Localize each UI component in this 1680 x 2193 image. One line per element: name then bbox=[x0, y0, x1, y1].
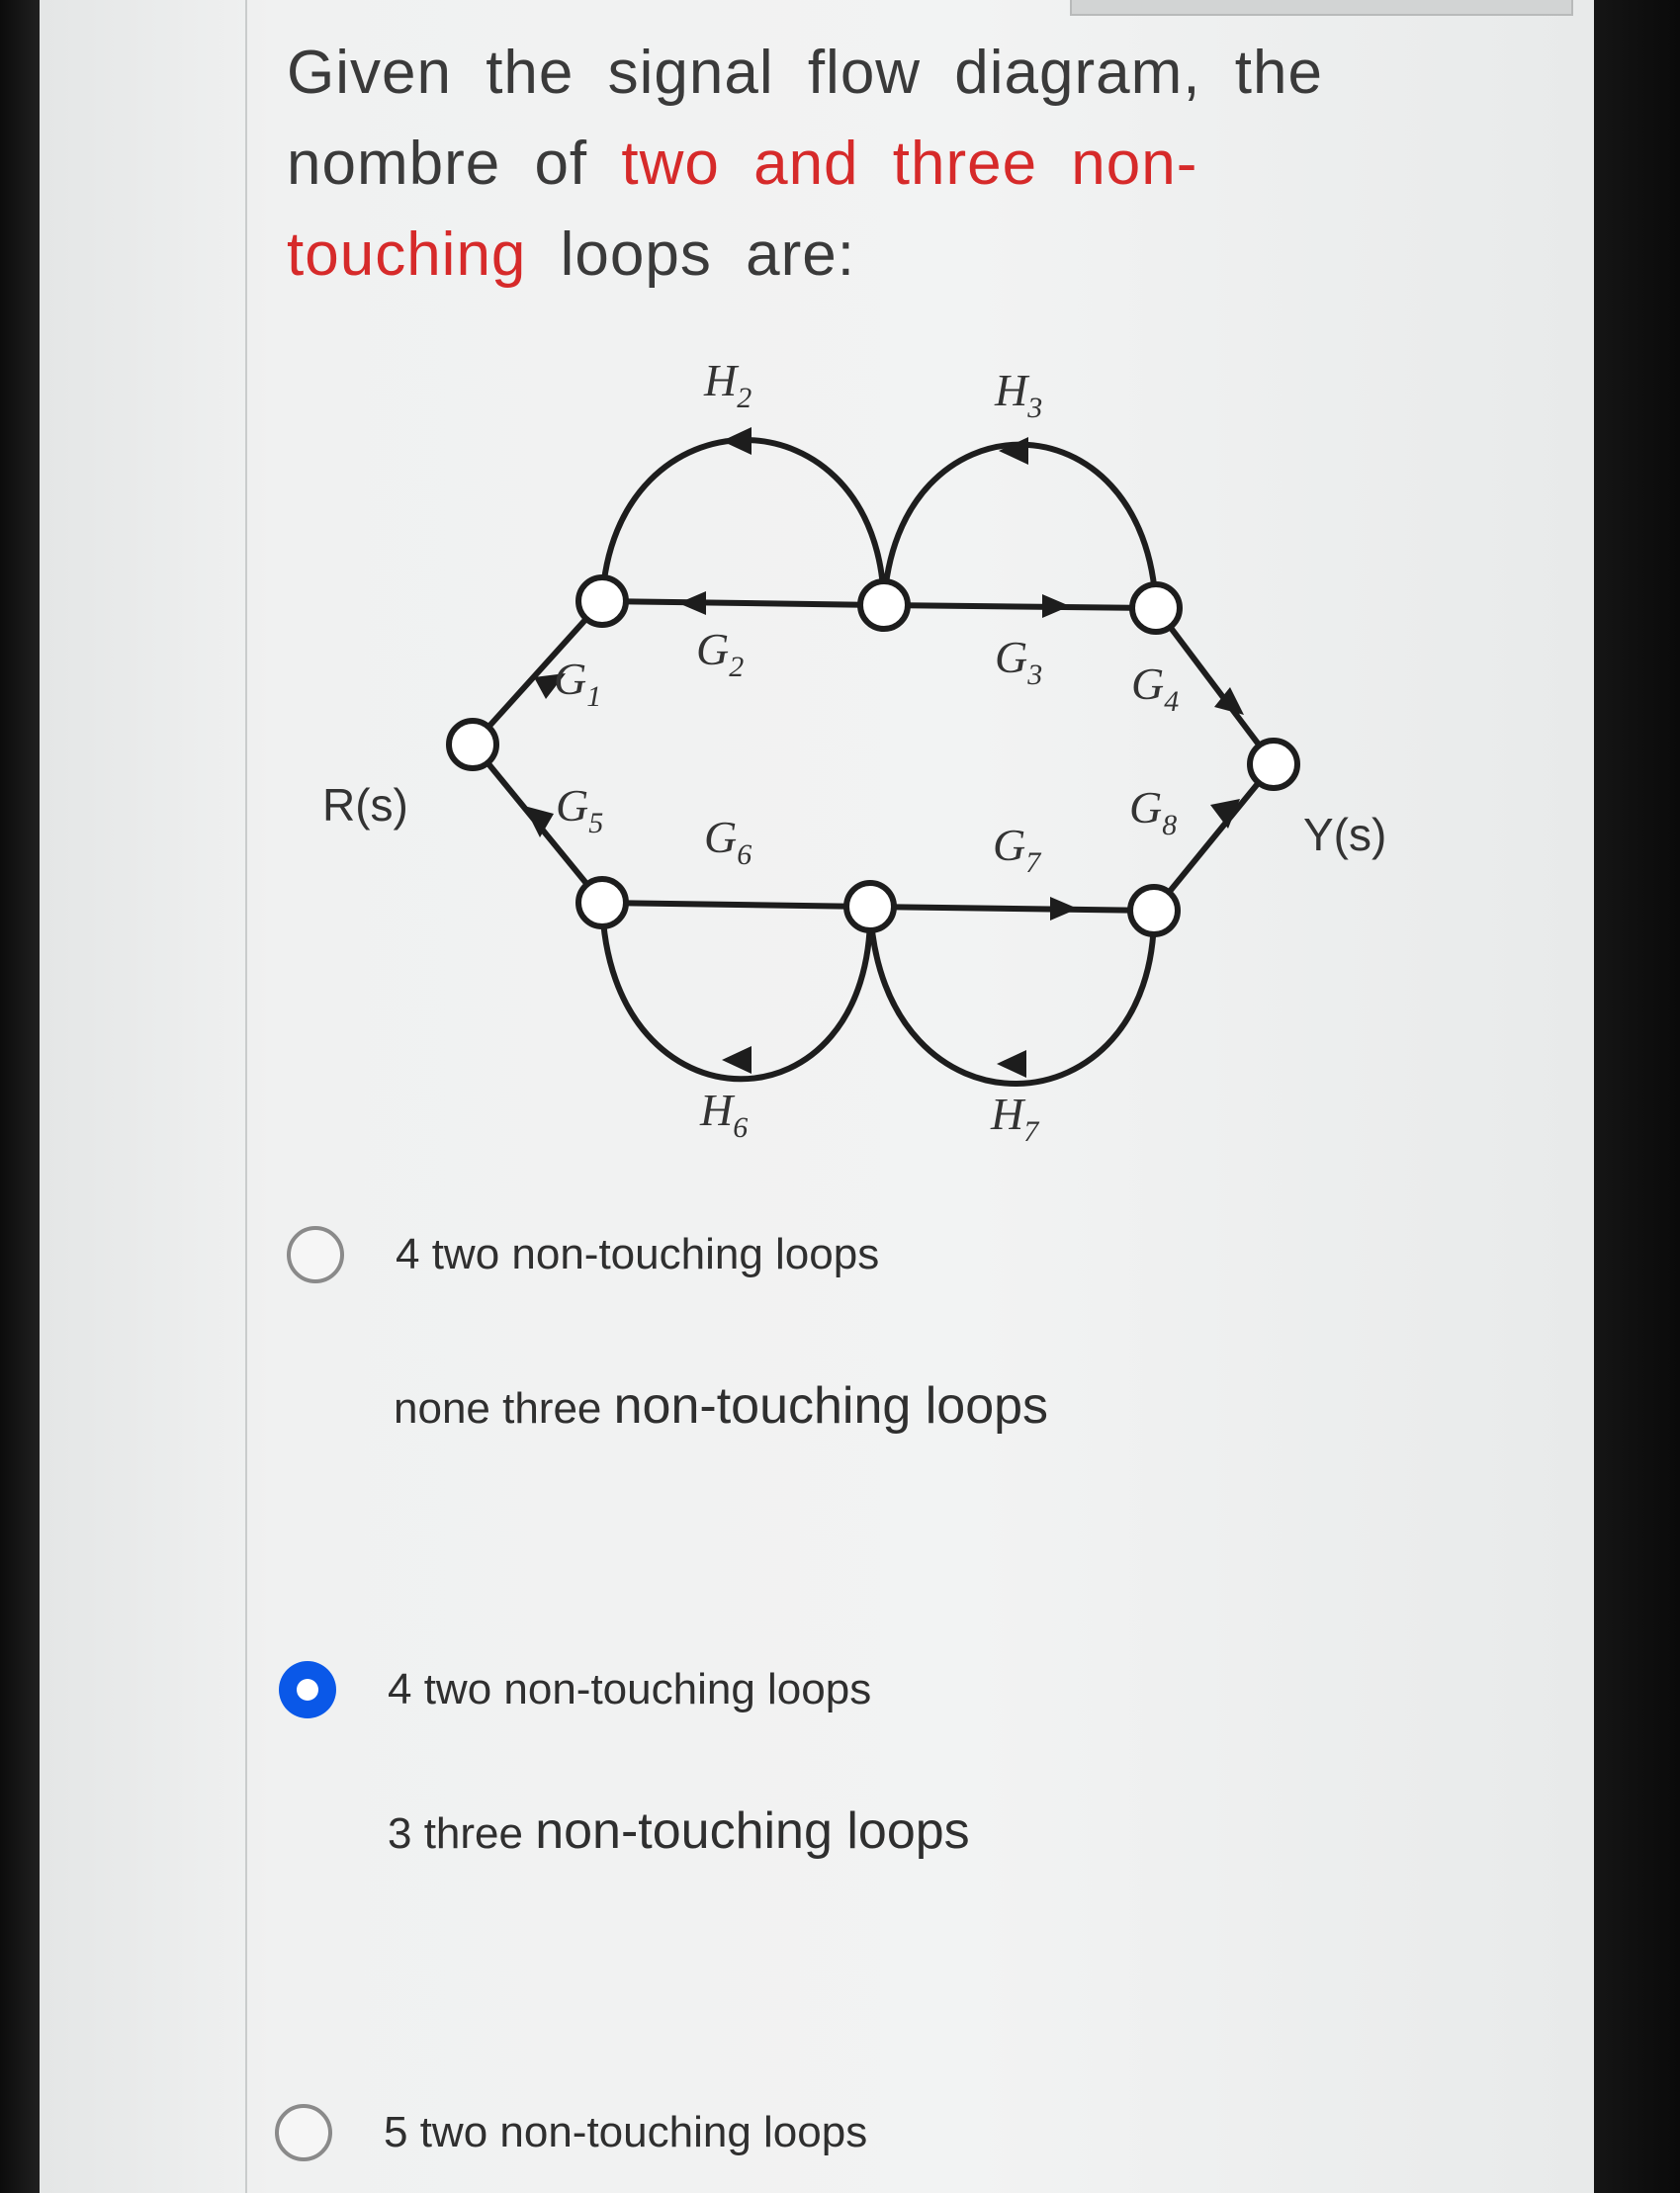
radio-button[interactable] bbox=[287, 1226, 344, 1283]
answer-option-3[interactable]: 5 two non-touching loops bbox=[275, 2104, 867, 2161]
label-h7: H7 bbox=[990, 1089, 1040, 1148]
signal-flow-graph: H2 H3 G2 G3 G1 G4 G5 G6 G7 G8 H6 H7 R(s)… bbox=[150, 355, 1386, 1148]
node bbox=[575, 876, 629, 929]
arrow-h6 bbox=[722, 1046, 752, 1074]
question-card bbox=[245, 0, 1572, 2193]
answer-option-1[interactable]: 4 two non-touching loops bbox=[287, 1226, 879, 1283]
radio-dot bbox=[297, 1679, 318, 1701]
branch-g4 bbox=[1153, 606, 1277, 766]
label-input: R(s) bbox=[322, 779, 408, 831]
node bbox=[1127, 884, 1181, 937]
option-line-2-part: none three bbox=[394, 1384, 614, 1433]
arrow-g7 bbox=[1050, 897, 1078, 921]
label-h6: H6 bbox=[699, 1085, 748, 1144]
device-bezel-right bbox=[1594, 0, 1680, 2193]
node-output bbox=[1247, 738, 1300, 791]
radio-button[interactable] bbox=[275, 2104, 332, 2161]
label-g8: G8 bbox=[1129, 782, 1177, 841]
arrow-g5 bbox=[524, 806, 554, 837]
label-h3: H3 bbox=[994, 365, 1042, 424]
option-line-2-part: non-touching loops bbox=[535, 1802, 970, 1860]
label-g3: G3 bbox=[995, 632, 1042, 691]
arrow-g8 bbox=[1210, 799, 1240, 829]
label-output: Y(s) bbox=[1303, 809, 1386, 860]
arrow-h2 bbox=[722, 427, 752, 455]
option-line-2-part: non-touching loops bbox=[613, 1377, 1049, 1435]
branch-g7 bbox=[869, 904, 1155, 914]
loop-h7 bbox=[867, 906, 1158, 1087]
label-h2: H2 bbox=[703, 355, 752, 414]
radio-button-selected[interactable] bbox=[279, 1661, 336, 1718]
label-g4: G4 bbox=[1131, 658, 1179, 718]
node bbox=[857, 578, 911, 632]
arrow-h3 bbox=[999, 437, 1028, 465]
branch-g1 bbox=[470, 598, 605, 747]
question-text-part: loops are: bbox=[526, 220, 855, 289]
option-2-line-2: 3 three non-touching loops bbox=[388, 1801, 970, 1861]
node bbox=[1129, 581, 1183, 635]
question-text: Given the signal flow diagram, the nombr… bbox=[287, 28, 1434, 301]
answer-option-2[interactable]: 4 two non-touching loops bbox=[279, 1661, 871, 1718]
loop-h3 bbox=[881, 441, 1159, 609]
label-g7: G7 bbox=[993, 820, 1042, 879]
option-label: 4 two non-touching loops bbox=[396, 1230, 880, 1278]
node bbox=[575, 574, 629, 628]
loop-h2 bbox=[599, 437, 887, 606]
node-input bbox=[446, 718, 499, 771]
arrow-g4 bbox=[1214, 687, 1244, 715]
question-text-part: Given the signal flow diagram, the nombr… bbox=[287, 39, 1323, 198]
device-bezel-left bbox=[0, 0, 40, 2193]
arrow-g1 bbox=[534, 673, 566, 699]
option-1-line-2: none three non-touching loops bbox=[394, 1376, 1048, 1436]
branch-g2 bbox=[601, 598, 885, 608]
label-g5: G5 bbox=[556, 780, 603, 839]
option-line-2-part: 3 three bbox=[388, 1809, 536, 1858]
arrow-g2 bbox=[678, 591, 706, 615]
loop-h6 bbox=[599, 902, 874, 1083]
label-g6: G6 bbox=[704, 812, 752, 871]
branch-g8 bbox=[1151, 762, 1277, 913]
arrow-g3 bbox=[1042, 594, 1070, 618]
label-g2: G2 bbox=[696, 624, 744, 683]
branch-g6 bbox=[601, 900, 871, 910]
question-highlight: two and three non-touching bbox=[287, 130, 1198, 289]
screen bbox=[40, 0, 1594, 2193]
arrow-h7 bbox=[997, 1050, 1026, 1078]
option-label: 5 two non-touching loops bbox=[384, 2108, 868, 2156]
label-g1: G1 bbox=[554, 654, 601, 713]
node bbox=[843, 880, 897, 933]
signal-flow-diagram: H2 H3 G2 G3 G1 G4 G5 G6 G7 G8 H6 H7 R(s)… bbox=[150, 346, 1434, 1162]
top-tab bbox=[1070, 0, 1573, 16]
branch-g3 bbox=[883, 602, 1157, 611]
option-label: 4 two non-touching loops bbox=[388, 1665, 872, 1713]
